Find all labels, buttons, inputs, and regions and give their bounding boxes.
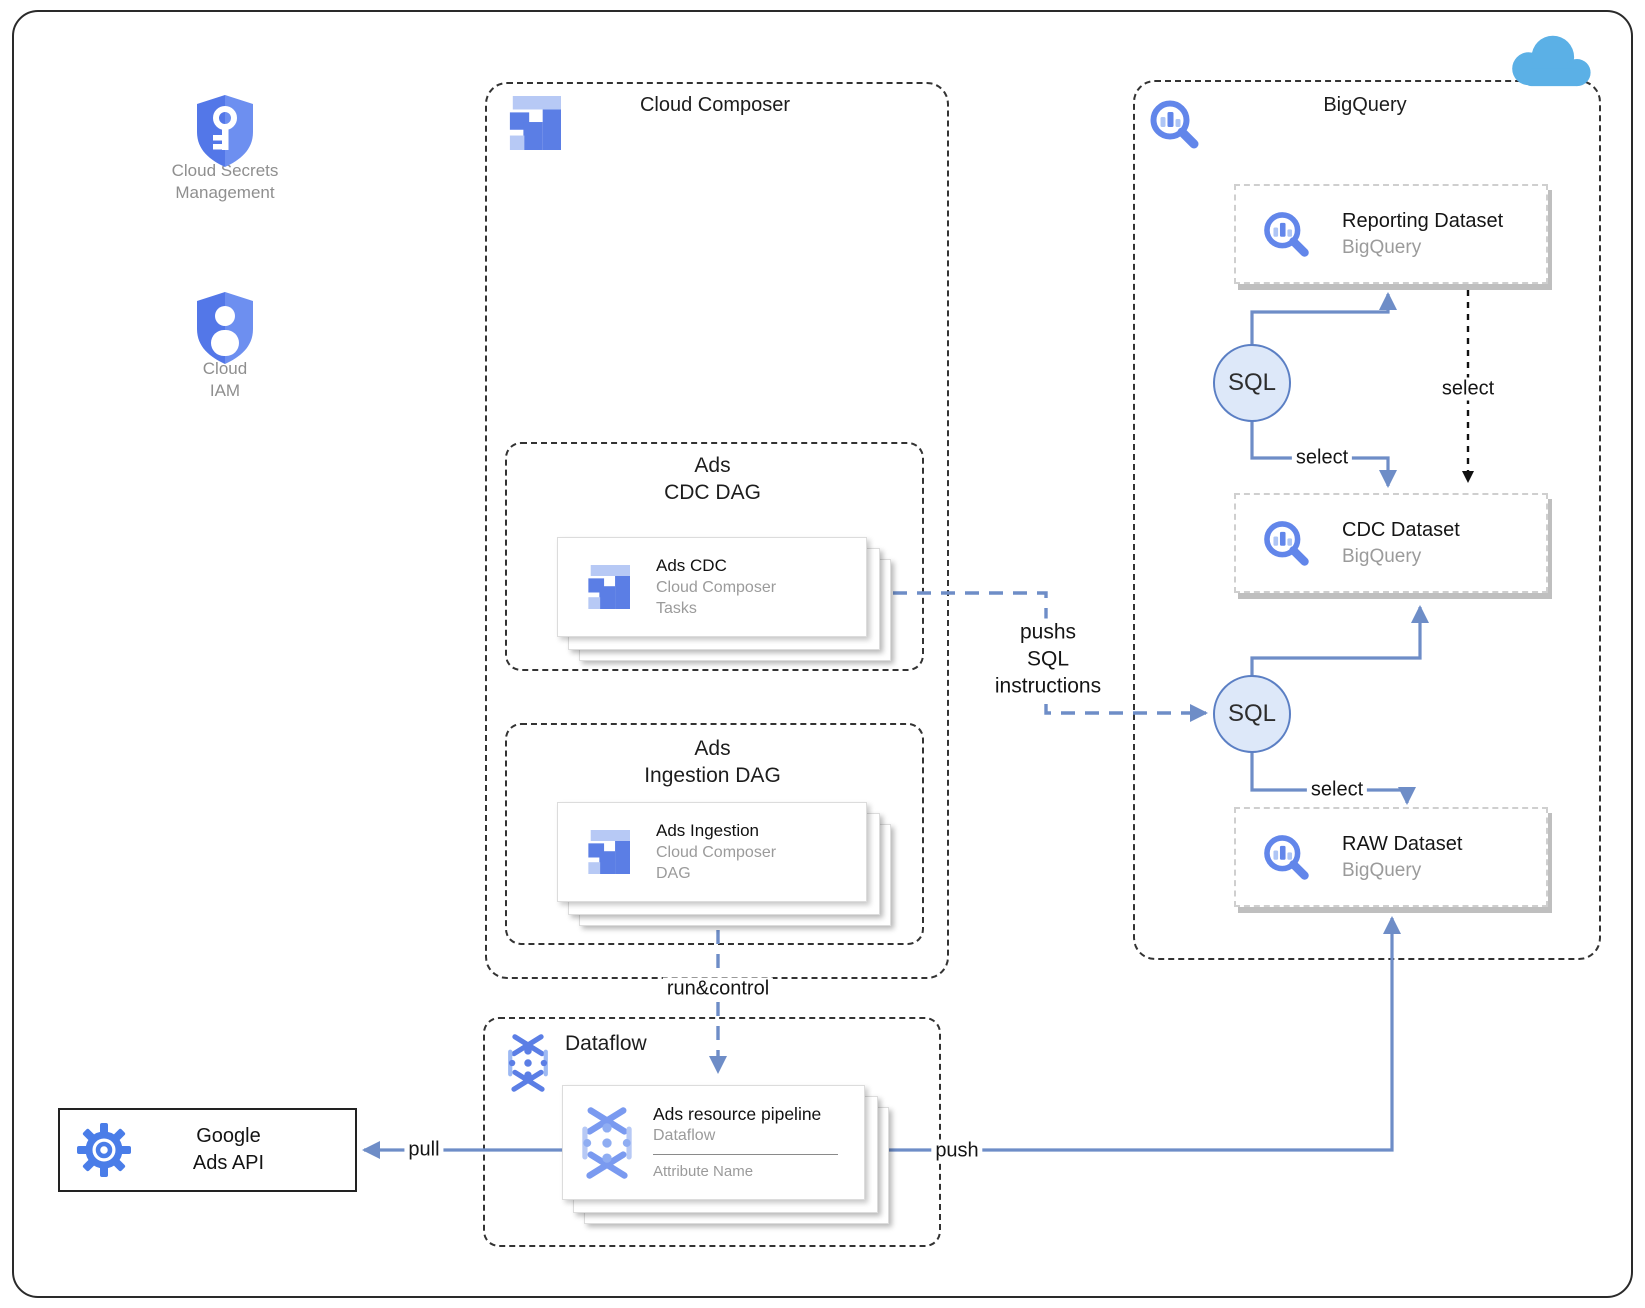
ads-cdc-card-title: Ads CDC [656, 556, 727, 575]
cloud-secrets-caption-line1: Cloud Secrets [171, 161, 279, 180]
cloud-secrets-shield-key-icon [196, 94, 254, 168]
pipeline-card-divider [653, 1154, 838, 1155]
gear-icon [76, 1122, 132, 1178]
cloud-composer-title: Cloud Composer [639, 94, 791, 116]
google-ads-api-label-line1: Google [196, 1125, 261, 1147]
ads-cdc-card-subtitle1: Cloud Composer [656, 579, 777, 596]
dataflow-icon [505, 1034, 551, 1092]
bigquery-icon [1260, 831, 1312, 883]
cloud-iam-shield-person-icon [196, 291, 254, 365]
bigquery-title: BigQuery [1323, 94, 1407, 116]
ads-cdc-dag-container [505, 442, 924, 671]
cloud-composer-icon [586, 829, 630, 875]
ads-ingestion-dag-title-line1: Ads [694, 737, 731, 760]
cloud-secrets-caption-line2: Management [175, 183, 275, 202]
edge-label-select-bottom: select [1306, 778, 1368, 802]
ads-ingestion-card-title: Ads Ingestion [656, 821, 760, 840]
bigquery-icon [1146, 96, 1202, 152]
cloud-composer-icon [586, 564, 630, 610]
ads-cdc-dag-title-line2: CDC DAG [664, 481, 761, 504]
cloud-composer-icon [507, 96, 561, 150]
ads-resource-pipeline-card: Ads resource pipeline Dataflow Attribute… [562, 1085, 889, 1224]
pushs-line1: pushs [1019, 620, 1077, 644]
sql-node-bottom: SQL [1213, 675, 1291, 753]
reporting-dataset-node: Reporting Dataset BigQuery [1234, 184, 1548, 284]
ads-cdc-card-subtitle2: Tasks [656, 600, 697, 617]
ads-cdc-dag-title: Ads CDC DAG [505, 452, 920, 506]
ads-ingestion-card: Ads Ingestion Cloud Composer DAG [557, 802, 891, 926]
dataflow-icon [579, 1106, 635, 1179]
ads-ingestion-card-subtitle1: Cloud Composer [656, 844, 777, 861]
cloud-iam-caption-line2: IAM [209, 381, 241, 400]
edge-label-pull: pull [404, 1138, 444, 1162]
pushs-line3: instructions [994, 674, 1102, 698]
google-ads-api-node: Google Ads API [58, 1108, 357, 1192]
cdc-dataset-node: CDC Dataset BigQuery [1234, 493, 1548, 593]
ads-ingestion-dag-title: Ads Ingestion DAG [505, 735, 920, 789]
edge-label-select-dashed: select [1437, 377, 1499, 401]
edge-label-push: push [931, 1139, 983, 1163]
google-ads-api-label: Google Ads API [132, 1123, 325, 1177]
raw-dataset-node: RAW Dataset BigQuery [1234, 807, 1548, 907]
ads-ingestion-card-subtitle2: DAG [656, 865, 691, 882]
pipeline-card-title: Ads resource pipeline [653, 1104, 822, 1124]
ads-ingestion-dag-title-line2: Ingestion DAG [644, 764, 781, 787]
reporting-dataset-subtitle: BigQuery [1342, 236, 1422, 258]
cloud-iam-caption: Cloud IAM [115, 358, 335, 402]
sql-node-top-label: SQL [1227, 369, 1277, 396]
pipeline-card-subtitle: Dataflow [653, 1127, 716, 1144]
ads-cdc-dag-title-line1: Ads [694, 454, 731, 477]
sql-node-top: SQL [1213, 344, 1291, 422]
dataflow-title: Dataflow [565, 1032, 647, 1055]
reporting-dataset-title: Reporting Dataset [1342, 209, 1504, 232]
pushs-line2: SQL [1026, 647, 1070, 671]
ads-cdc-card: Ads CDC Cloud Composer Tasks [557, 537, 891, 661]
edge-label-run-control: run&control [662, 977, 774, 1001]
cloud-icon [1498, 30, 1598, 90]
cdc-dataset-title: CDC Dataset [1342, 518, 1460, 541]
raw-dataset-subtitle: BigQuery [1342, 859, 1422, 881]
cloud-iam-caption-line1: Cloud [202, 359, 248, 378]
edge-label-pushs-sql-instructions: pushs SQL instructions [990, 618, 1106, 700]
cloud-secrets-caption: Cloud Secrets Management [115, 160, 335, 204]
bigquery-icon [1260, 208, 1312, 260]
sql-node-bottom-label: SQL [1227, 700, 1277, 727]
bigquery-icon [1260, 517, 1312, 569]
cdc-dataset-subtitle: BigQuery [1342, 545, 1422, 567]
raw-dataset-title: RAW Dataset [1342, 832, 1463, 855]
pipeline-card-attribute: Attribute Name [653, 1163, 754, 1180]
edge-label-select-top: select [1291, 446, 1353, 470]
google-ads-api-label-line2: Ads API [192, 1152, 265, 1174]
